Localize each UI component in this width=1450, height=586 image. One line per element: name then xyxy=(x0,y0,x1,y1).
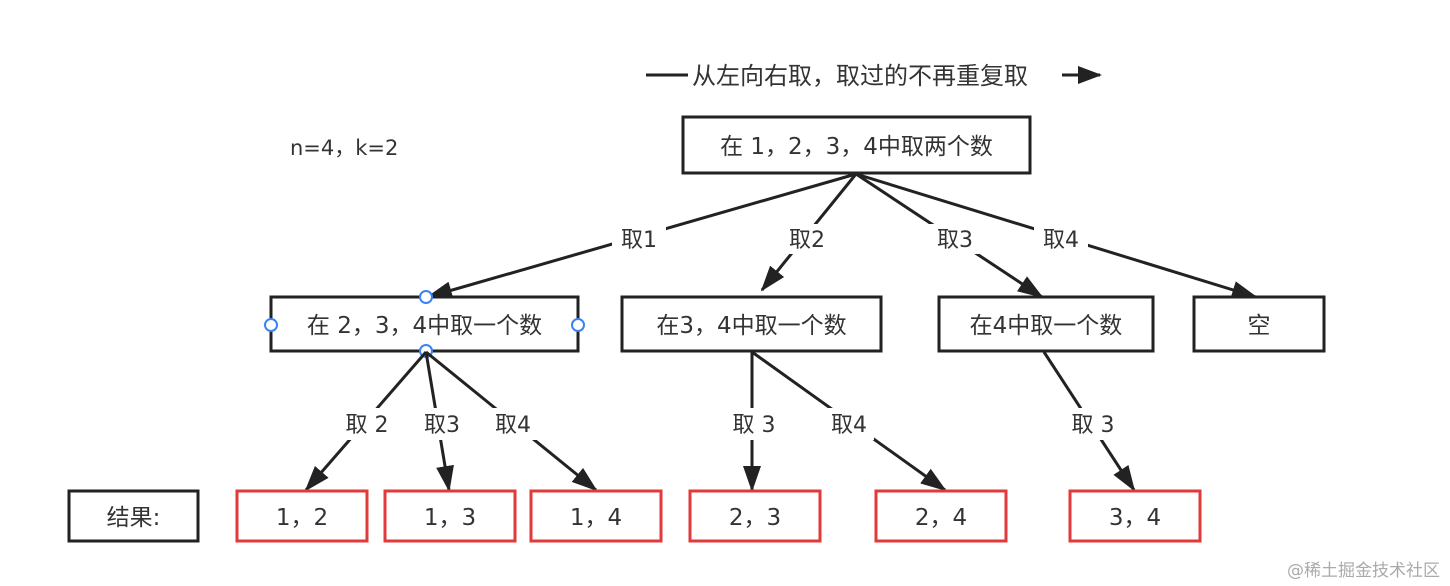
level1-nodes: 在 2，3，4中取一个数 在3，4中取一个数 在4中取一个数 空 xyxy=(269,295,1326,353)
root-node-text: 在 1，2，3，4中取两个数 xyxy=(720,134,993,160)
edge-label-bg xyxy=(1064,408,1122,440)
edge-label-bg xyxy=(1034,224,1088,254)
level1-edges xyxy=(426,172,1258,300)
result-text: 1，3 xyxy=(424,505,476,531)
edge-label-take-4-from-34: 取4 xyxy=(831,413,867,438)
edge-label-bg xyxy=(488,408,538,440)
node-choose-from-34-box xyxy=(620,295,883,353)
handle-top[interactable] xyxy=(419,290,433,304)
result-text: 1，2 xyxy=(276,505,328,531)
direction-note: 从左向右取，取过的不再重复取 xyxy=(646,62,1102,90)
params-label: n=4，k=2 xyxy=(290,136,398,160)
edge-label-bg xyxy=(612,224,666,254)
edge-label-take-4-from-234: 取4 xyxy=(495,413,531,438)
edge-label-take-3-from-234: 取3 xyxy=(424,413,460,438)
result-box xyxy=(874,489,1008,543)
root-node-box xyxy=(681,115,1032,175)
node-empty-text: 空 xyxy=(1248,313,1271,339)
results-label-text: 结果: xyxy=(107,505,161,531)
handle-right[interactable] xyxy=(571,318,585,332)
node-choose-from-4-box xyxy=(937,295,1155,353)
result-box xyxy=(688,489,822,543)
watermark-text: @稀土掘金技术社区 xyxy=(1287,561,1440,581)
edge-label-take-1: 取1 xyxy=(621,228,657,253)
edge-label-take-3-from-34: 取 3 xyxy=(733,413,776,438)
edge-label-bg xyxy=(928,224,982,254)
result-box xyxy=(383,489,517,543)
handle-left[interactable] xyxy=(264,318,278,332)
result-box xyxy=(235,489,369,543)
result-box xyxy=(1068,489,1202,543)
result-text: 3，4 xyxy=(1109,505,1161,531)
root-node: 在 1，2，3，4中取两个数 xyxy=(681,115,1032,175)
node-empty-box xyxy=(1192,295,1326,353)
result-text: 1，4 xyxy=(570,505,622,531)
edge-label-bg xyxy=(725,408,783,440)
edge-label-bg xyxy=(417,408,467,440)
result-text: 2，3 xyxy=(729,505,781,531)
edge-label-take-4: 取4 xyxy=(1043,228,1079,253)
node-choose-from-4-text: 在4中取一个数 xyxy=(970,313,1123,339)
edge-label-bg xyxy=(780,224,834,254)
result-box xyxy=(529,489,663,543)
direction-note-text: 从左向右取，取过的不再重复取 xyxy=(692,62,1028,90)
edge-label-take-2-from-234: 取 2 xyxy=(346,413,389,438)
level2-edge-labels: 取 2 取3 取4 取 3 取4 取 3 xyxy=(338,408,1122,440)
results-label: 结果: xyxy=(67,489,200,543)
result-boxes: 1，2 1，3 1，4 2，3 2，4 3，4 xyxy=(235,489,1202,543)
node-choose-from-234-text: 在 2，3，4中取一个数 xyxy=(307,313,542,339)
edge-label-take-3: 取3 xyxy=(937,228,973,253)
edge-label-bg xyxy=(824,408,874,440)
result-text: 2，4 xyxy=(915,505,967,531)
level1-edge-labels: 取1 取2 取3 取4 xyxy=(612,224,1088,254)
edge-label-bg xyxy=(338,408,396,440)
edge-label-take-2: 取2 xyxy=(789,228,825,253)
node-choose-from-34-text: 在3，4中取一个数 xyxy=(656,313,846,339)
selection-handles[interactable] xyxy=(264,290,585,358)
results-label-box xyxy=(67,489,200,543)
edge-label-take-3-from-4: 取 3 xyxy=(1072,413,1115,438)
